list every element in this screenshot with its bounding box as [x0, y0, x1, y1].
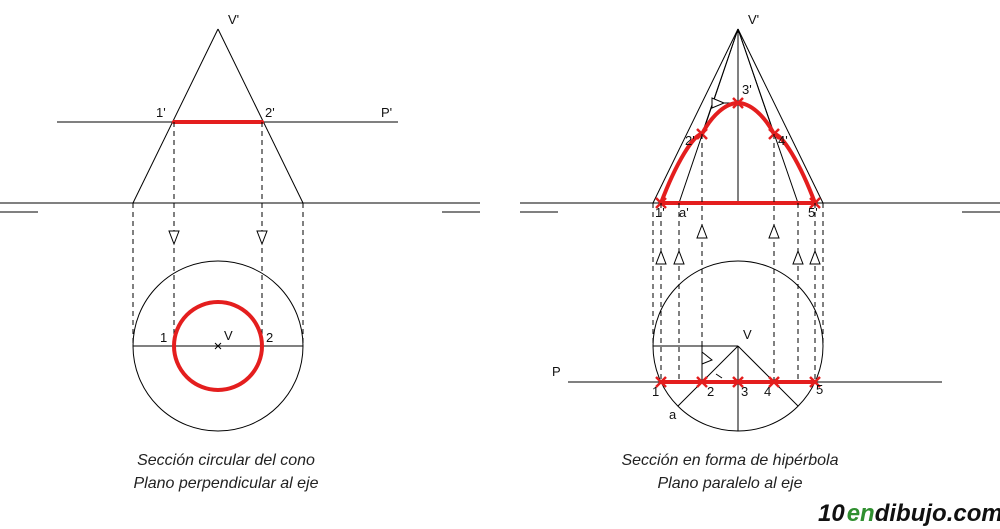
right-label-1: 1 [652, 384, 659, 399]
right-plan-diagonal-right [737, 345, 799, 407]
right-label-p5: 5' [808, 205, 818, 220]
right-label-a-elev: a' [679, 205, 689, 220]
site-logo: 10endibujo.com [818, 500, 1000, 527]
left-caption-line1: Sección circular del cono [137, 452, 315, 469]
right-arrow-up-5a [792, 249, 804, 265]
right-generatrix-2 [701, 28, 739, 135]
right-arrow-up-4 [768, 223, 780, 239]
right-label-plane: P [552, 364, 561, 379]
left-arrow-down-1 [168, 230, 180, 246]
left-cone-edge-left [132, 28, 219, 204]
right-arrow-up-2 [696, 223, 708, 239]
left-label-plane: P' [381, 105, 392, 120]
logo-number: 10 [818, 500, 845, 527]
right-plan-point-marks [655, 376, 821, 388]
left-section-plan-circle [172, 300, 264, 392]
left-label-2: 2 [266, 330, 273, 345]
left-label-1: 1 [160, 330, 167, 345]
left-drawing: V' 1' 2' P' V 1 2 Sección circular del c… [0, 12, 480, 492]
right-cone-edge-right [737, 28, 824, 204]
left-cone-edge-right [217, 28, 304, 204]
right-label-3: 3 [741, 384, 748, 399]
right-label-p4: 4' [778, 133, 788, 148]
right-arrow-3 [711, 97, 726, 109]
logo-accent: en [847, 500, 875, 527]
right-label-p2: 2' [685, 133, 695, 148]
left-label-p2: 2' [265, 105, 275, 120]
right-label-5: 5 [816, 382, 823, 397]
right-plan-tick [715, 373, 723, 379]
right-plan-diagonal-left [677, 345, 739, 407]
right-caption-line1: Sección en forma de hipérbola [621, 452, 838, 469]
right-label-2: 2 [707, 384, 714, 399]
logo-rest: dibujo.com [875, 500, 1000, 527]
left-caption-line2: Plano perpendicular al eje [133, 475, 318, 492]
right-cone-edge-left [652, 28, 739, 204]
right-arrow-up-a [673, 249, 685, 265]
right-arrow-up-1 [655, 249, 667, 265]
right-label-v: V [743, 327, 752, 342]
right-caption-line2: Plano paralelo al eje [658, 475, 803, 492]
right-label-p3: 3' [742, 82, 752, 97]
left-label-v: V [224, 328, 233, 343]
left-label-vertex: V' [228, 12, 239, 27]
right-label-p1: 1' [655, 205, 665, 220]
right-generatrix-5 [737, 28, 799, 204]
right-label-a-plan: a [669, 407, 677, 422]
right-label-vertex: V' [748, 12, 759, 27]
right-drawing: V' 3' 2' 4' 1' a' 5' V P 1 2 3 4 5 a Sec… [520, 12, 1000, 492]
right-label-4: 4 [764, 384, 771, 399]
right-arrow-plan [701, 350, 713, 365]
right-arrow-up-5 [809, 249, 821, 265]
left-arrow-down-2 [256, 230, 268, 246]
left-plan-vertex-mark [214, 342, 222, 350]
left-label-p1: 1' [156, 105, 166, 120]
